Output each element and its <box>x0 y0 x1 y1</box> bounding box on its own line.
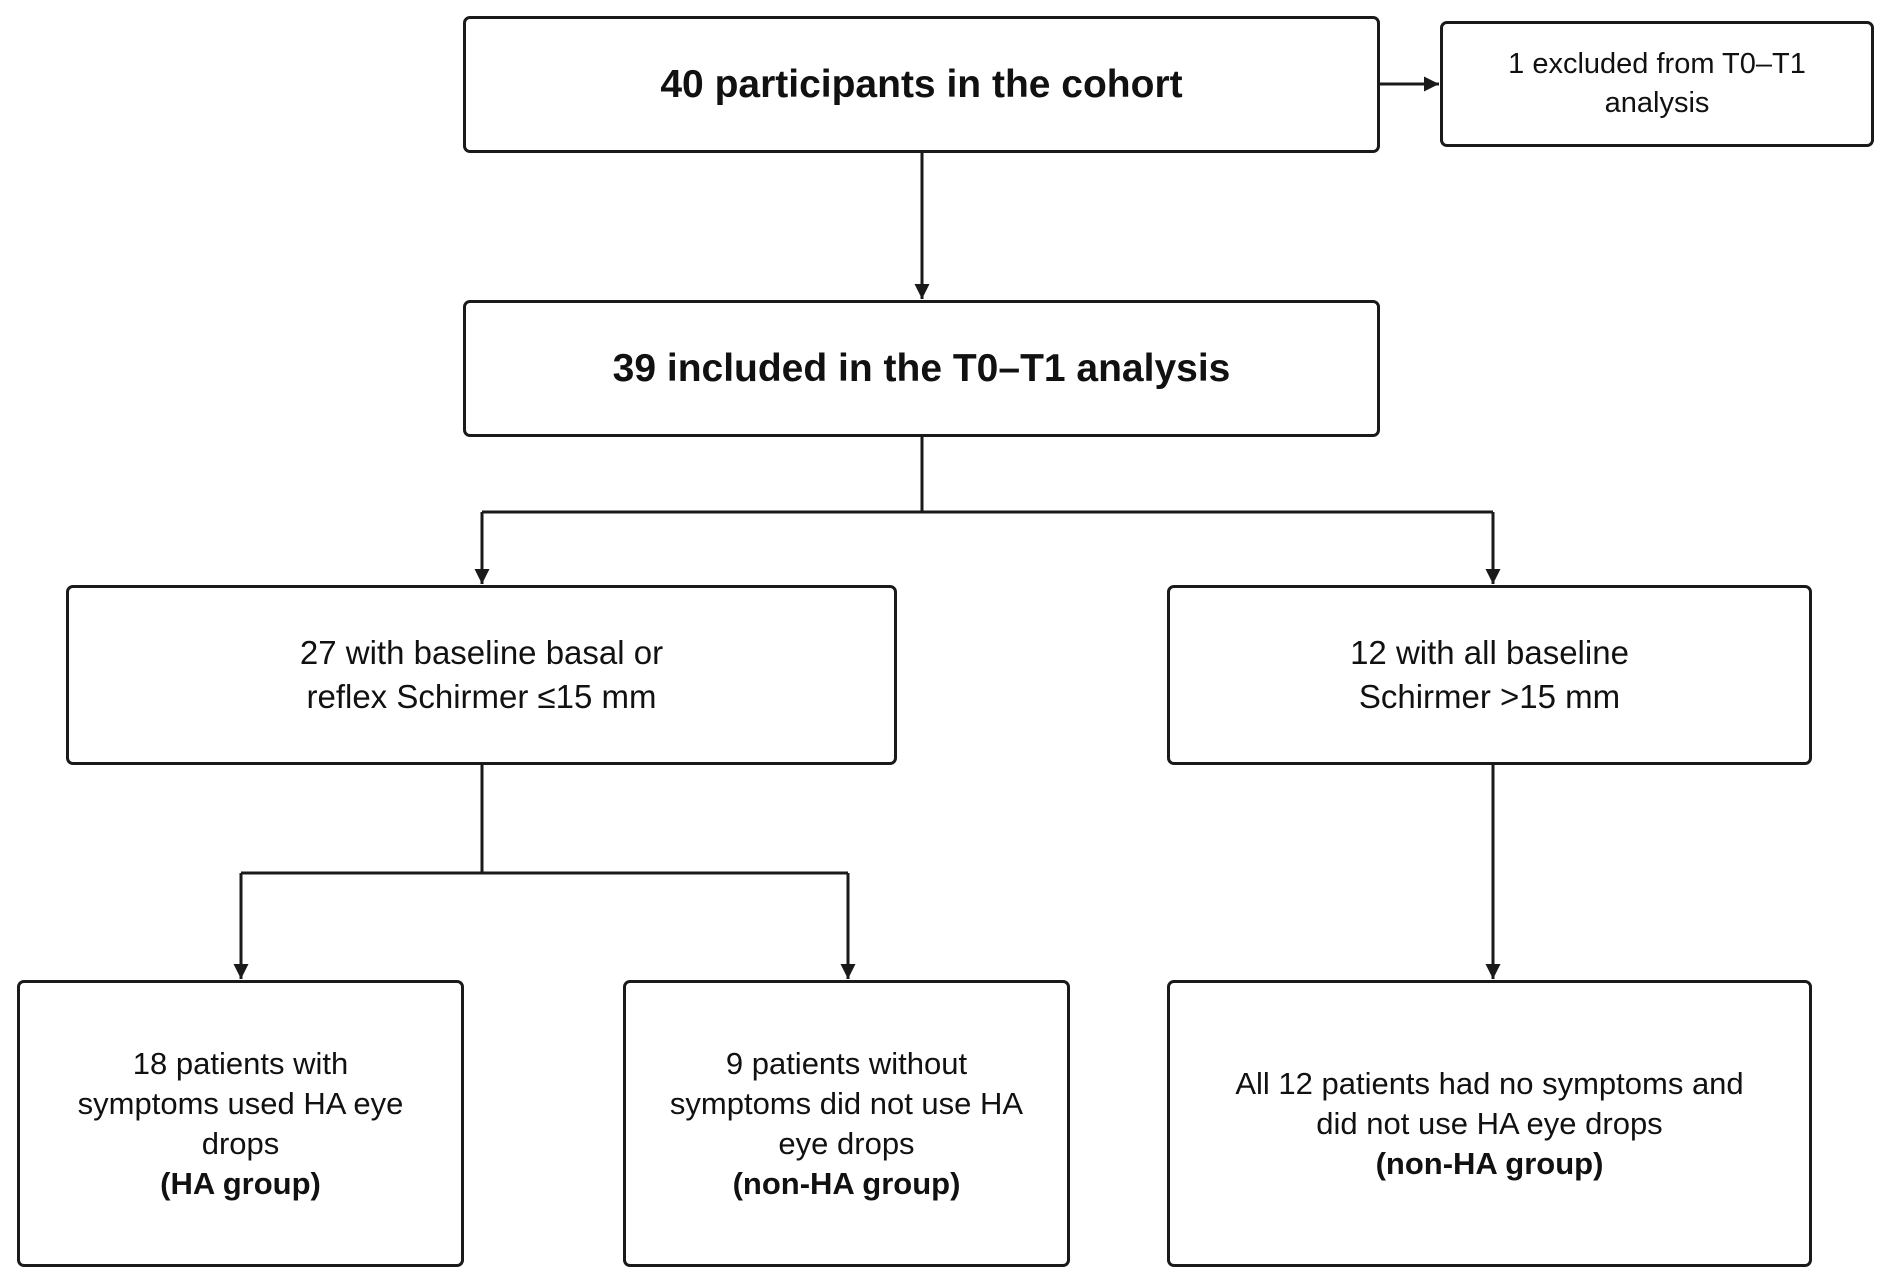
non-ha-high-group-label: (non-HA group) <box>1375 1145 1604 1181</box>
non-ha-high-line-2: did not use HA eye drops <box>1316 1105 1663 1141</box>
node-cohort: 40 participants in the cohort <box>463 16 1380 153</box>
split-line-low-schirmer <box>241 765 848 875</box>
excluded-label-line-1: 1 excluded from T0–T1 <box>1508 48 1806 80</box>
split-line-included <box>482 437 1493 514</box>
included-label: 39 included in the T0–T1 analysis <box>612 346 1231 390</box>
node-low-schirmer: 27 with baseline basal or reflex Schirme… <box>66 585 897 765</box>
node-ha-group: 18 patients with symptoms used HA eye dr… <box>17 980 464 1267</box>
ha-group-line-2: symptoms used HA eye <box>77 1085 404 1121</box>
cohort-label: 40 participants in the cohort <box>660 62 1183 106</box>
node-high-schirmer: 12 with all baseline Schirmer >15 mm <box>1167 585 1812 765</box>
node-non-ha-group-high: All 12 patients had no symptoms and did … <box>1167 980 1812 1267</box>
non-ha-low-line-1: 9 patients without <box>725 1045 968 1081</box>
non-ha-high-line-1: All 12 patients had no symptoms and <box>1235 1065 1744 1101</box>
high-schirmer-line-2: Schirmer >15 mm <box>1358 678 1621 715</box>
non-ha-low-line-3: eye drops <box>778 1125 915 1161</box>
ha-group-label: (HA group) <box>160 1165 321 1201</box>
non-ha-low-line-2: symptoms did not use HA <box>669 1085 1024 1121</box>
high-schirmer-line-1: 12 with all baseline <box>1350 634 1629 671</box>
excluded-label-line-2: analysis <box>1604 87 1710 119</box>
low-schirmer-line-1: 27 with baseline basal or <box>299 634 664 671</box>
node-included: 39 included in the T0–T1 analysis <box>463 300 1380 437</box>
ha-group-line-1: 18 patients with <box>132 1045 349 1081</box>
low-schirmer-line-2: reflex Schirmer ≤15 mm <box>306 678 657 715</box>
ha-group-line-3: drops <box>201 1125 280 1161</box>
node-non-ha-group-low: 9 patients without symptoms did not use … <box>623 980 1070 1267</box>
non-ha-low-group-label: (non-HA group) <box>732 1165 961 1201</box>
node-excluded: 1 excluded from T0–T1 analysis <box>1440 21 1874 147</box>
